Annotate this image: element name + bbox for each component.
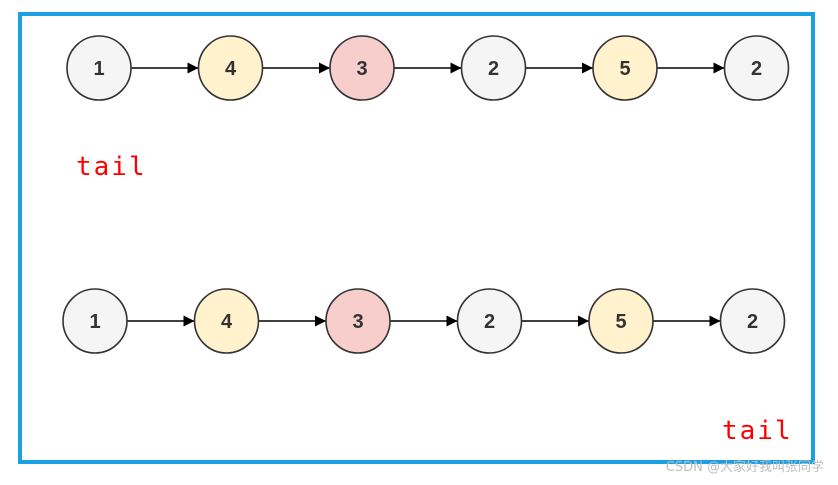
node-value: 2 [747,311,758,333]
list-node: 2 [456,288,523,354]
node-circle [592,35,658,101]
tail-pointer-label-bottom: tail [722,416,793,446]
tail-pointer-label-top: tail [76,152,147,182]
list-node: 4 [197,35,264,101]
node-circle [588,288,654,354]
node-value: 4 [221,311,233,333]
node-circle [66,35,132,101]
list-node: 4 [193,288,260,354]
node-value: 2 [484,311,495,333]
node-circle [193,288,260,354]
linked-list-row-2: 1 4 3 2 5 2 [62,288,786,354]
list-node: 1 [66,35,132,101]
node-circle [723,35,790,101]
node-circle [329,35,395,101]
node-value: 2 [751,58,762,80]
list-node: 3 [325,288,391,354]
node-value: 3 [356,58,367,80]
list-node: 2 [723,35,790,101]
node-circle [62,288,128,354]
node-circle [456,288,523,354]
node-value: 2 [488,58,499,80]
list-node: 5 [588,288,654,354]
node-value: 1 [89,311,100,333]
node-value: 3 [352,311,363,333]
list-node: 2 [460,35,527,101]
list-node: 5 [592,35,658,101]
diagram-frame [18,12,815,464]
linked-list-row-1: 1 4 3 2 5 2 [66,35,790,101]
node-value: 5 [619,58,630,80]
node-circle [197,35,264,101]
node-value: 4 [225,58,237,80]
list-node: 1 [62,288,128,354]
node-value: 5 [615,311,626,333]
node-circle [460,35,527,101]
node-circle [719,288,786,354]
node-value: 1 [93,58,104,80]
list-node: 2 [719,288,786,354]
node-circle [325,288,391,354]
list-node: 3 [329,35,395,101]
watermark: CSDN @大家好我叫张同学 [665,460,824,475]
